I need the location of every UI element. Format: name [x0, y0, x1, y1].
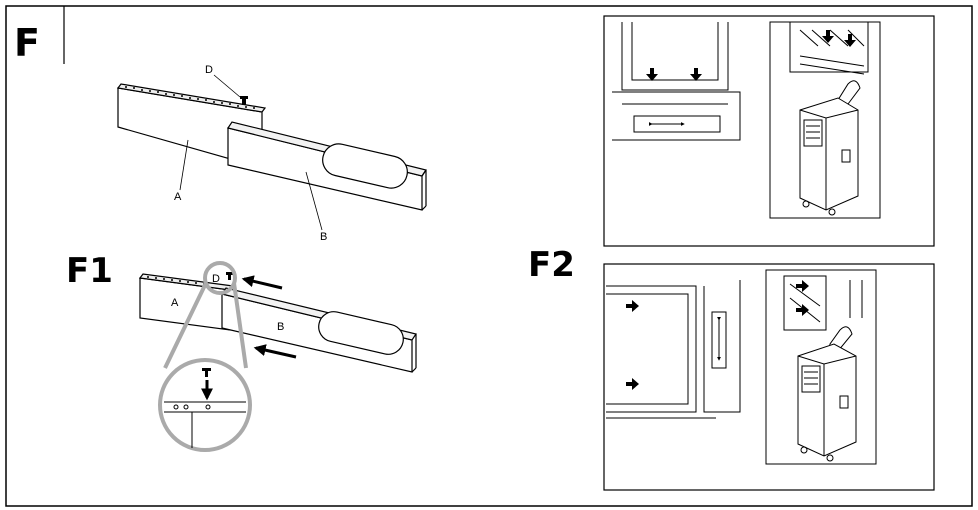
arrow-right-icon: [796, 304, 809, 316]
label-a-top: A: [174, 191, 182, 203]
label-a-f1: A: [171, 297, 179, 309]
label-d-top: D: [205, 64, 213, 76]
arrow-right-icon: [626, 378, 639, 390]
arrow-down-icon: [646, 68, 658, 81]
sub-label-f2: F2: [528, 245, 575, 285]
sub-label-f1: F1: [66, 251, 113, 291]
screw-d-icon: [240, 96, 248, 105]
outer-frame: [5, 5, 973, 507]
section-label-f: F: [14, 21, 40, 65]
push-arrow-bottom: [253, 344, 297, 359]
panel-assembly-f1: [138, 273, 417, 373]
sash-window-left: [612, 22, 741, 141]
panel-b-vent-opening: [318, 311, 404, 355]
arrow-down-icon: [844, 34, 856, 47]
screw-d-icon: [202, 368, 211, 377]
panel-a-top-edge: [116, 83, 267, 113]
panel-a-holes: [125, 86, 255, 109]
label-b-top: B: [320, 231, 327, 243]
push-arrow-top: [241, 275, 283, 290]
f2-top-panel: [603, 15, 935, 247]
arrow-right-icon: [626, 300, 639, 312]
panel-assembly-top: [116, 83, 427, 211]
casement-window-left: [606, 280, 741, 419]
detail-magnifier: [158, 261, 252, 452]
arrow-right-icon: [796, 280, 809, 292]
panel-b-vent-opening: [322, 143, 408, 189]
arrow-down-icon: [690, 68, 702, 81]
arrow-down-icon: [822, 30, 834, 43]
label-b-f1: B: [277, 321, 284, 333]
label-d-f1: D: [212, 273, 220, 285]
screw-d-icon: [226, 272, 233, 280]
